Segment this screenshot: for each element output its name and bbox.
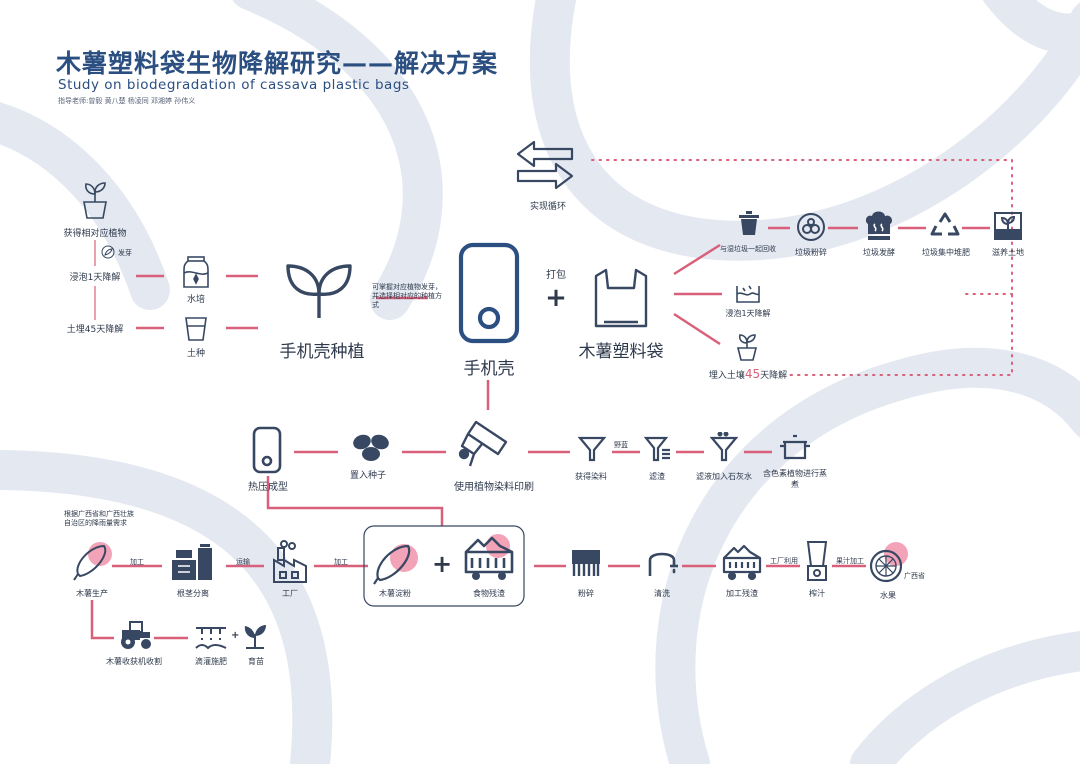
planting-note: 可掌握对应植物发芽，并选择相对应的种植方式 [372, 283, 442, 309]
faucet-icon [646, 546, 678, 578]
pigment-label: 含色素植物进行蒸煮 [763, 469, 827, 489]
water-icon [734, 282, 762, 306]
cassava-icon [372, 540, 420, 586]
harvest-label: 木薯收获机收割 [106, 657, 162, 666]
bury-number: 45 [744, 367, 761, 381]
funnel-icon [644, 436, 672, 462]
drip-icon [194, 622, 228, 652]
soil-planting-label: 土种 [186, 349, 206, 359]
recycle-with-wet-waste-label: 与湿垃圾一起回收 [720, 245, 776, 253]
obtain-plant-label: 获得相对应植物 [63, 229, 127, 239]
crush-label: 粉碎 [578, 589, 594, 598]
stem-separation-label: 根茎分离 [177, 589, 209, 598]
waste-ferment-label: 垃圾发酵 [863, 248, 895, 257]
plant-dye-print-label: 使用植物染料印刷 [454, 482, 534, 493]
irrigation-label: 滴灌施肥 [195, 657, 227, 666]
steam-icon [864, 210, 894, 242]
plus-sign: + [545, 283, 567, 313]
pack-label: 打包 [546, 270, 566, 281]
phone-case-label: 手机壳 [463, 359, 515, 379]
factory-reuse-label: 工厂利用 [770, 557, 798, 565]
wash-label: 清洗 [654, 589, 670, 598]
page-title: 木薯塑料袋生物降解研究——解决方案 [56, 49, 499, 78]
seeds-label: 置入种子 [349, 471, 387, 481]
guangxi-label: 广西省 [904, 572, 925, 580]
funnel-icon [710, 432, 738, 462]
phone-case-icon [252, 426, 282, 474]
germinate-label: 发芽 [118, 249, 132, 257]
lime-label: 滤液加入石灰水 [696, 472, 752, 481]
bury-prefix: 埋入土壤 [708, 371, 745, 381]
processing-waste-label: 加工残渣 [726, 589, 758, 598]
plus-sign: + [231, 630, 240, 641]
recycle-icon [930, 212, 960, 240]
crush-icon [796, 212, 826, 242]
credits: 指导老师:曾毅 黄八楚 杨凌同 邓湘婷 孙伟义 [58, 97, 196, 105]
cassava-bag-label: 木薯塑料袋 [578, 342, 664, 362]
cart-icon [462, 530, 516, 584]
blender-icon [804, 540, 830, 582]
juice-label: 榨汁 [809, 589, 825, 598]
food-waste-label: 食物残渣 [473, 589, 505, 598]
seedling-label: 育苗 [248, 657, 264, 666]
bury-degrade-label: 土埋45天降解 [66, 325, 124, 335]
filter-label: 滤渣 [649, 472, 665, 481]
page-subtitle: Study on biodegradation of cassava plast… [58, 77, 410, 93]
bag-bury-label: 埋入土壤45天降解 [709, 367, 787, 381]
nourish-soil-label: 滋养土地 [992, 248, 1024, 257]
transport-label: 运输 [236, 558, 250, 566]
bag-icon [592, 266, 650, 328]
get-dye-label: 获得染料 [575, 472, 607, 481]
waste-crush-label: 垃圾粉碎 [795, 248, 827, 257]
bag-soak-label: 浸泡1天降解 [725, 309, 771, 318]
lemon-icon [866, 540, 914, 586]
factory-process-label: 加工 [334, 558, 348, 566]
swap-arrows-icon [514, 138, 576, 192]
tractor-icon [118, 620, 154, 650]
factory-label: 工厂 [282, 589, 298, 598]
cassava-production-label: 木薯生产 [76, 589, 108, 598]
sprout-icon [101, 245, 115, 259]
phone-case-icon [458, 242, 520, 346]
comb-icon [570, 548, 602, 578]
bury-suffix: 天降解 [760, 371, 788, 381]
cycle-label: 实现循环 [529, 202, 567, 212]
cart-icon [722, 542, 762, 582]
hot-press-label: 热压成型 [248, 482, 288, 493]
plant-pot-icon [734, 332, 760, 362]
soil-icon [994, 212, 1022, 240]
fruit-process-label: 果汁加工 [836, 557, 864, 565]
phone-case-planting-label: 手机壳种植 [279, 342, 365, 362]
roller-icon [456, 418, 512, 470]
compost-label: 垃圾集中堆肥 [922, 248, 970, 257]
rainfall-note: 根据广西省和广西壮族自治区的降雨量需求 [64, 510, 134, 527]
filter-wash-label: 野蓝 [614, 441, 628, 449]
sprout-icon [242, 622, 268, 650]
beans-icon [350, 432, 392, 462]
cassava-icon [72, 540, 114, 582]
cup-icon [184, 316, 208, 342]
seedling-logo-icon [284, 260, 354, 320]
jar-icon [182, 255, 210, 291]
fruit-label: 水果 [880, 591, 896, 600]
pot-icon [778, 434, 812, 462]
boxes-icon [170, 542, 214, 582]
process-label: 加工 [130, 558, 144, 566]
water-planting-label: 水培 [186, 295, 206, 305]
starch-group-box [363, 525, 525, 607]
funnel-icon [578, 436, 606, 462]
cassava-starch-label: 木薯淀粉 [379, 589, 411, 598]
factory-icon [270, 540, 310, 584]
plant-pot-icon [80, 180, 110, 220]
plus-sign: + [431, 550, 453, 578]
trash-icon [738, 210, 760, 236]
soak-degrade-label: 浸泡1天降解 [69, 273, 121, 283]
